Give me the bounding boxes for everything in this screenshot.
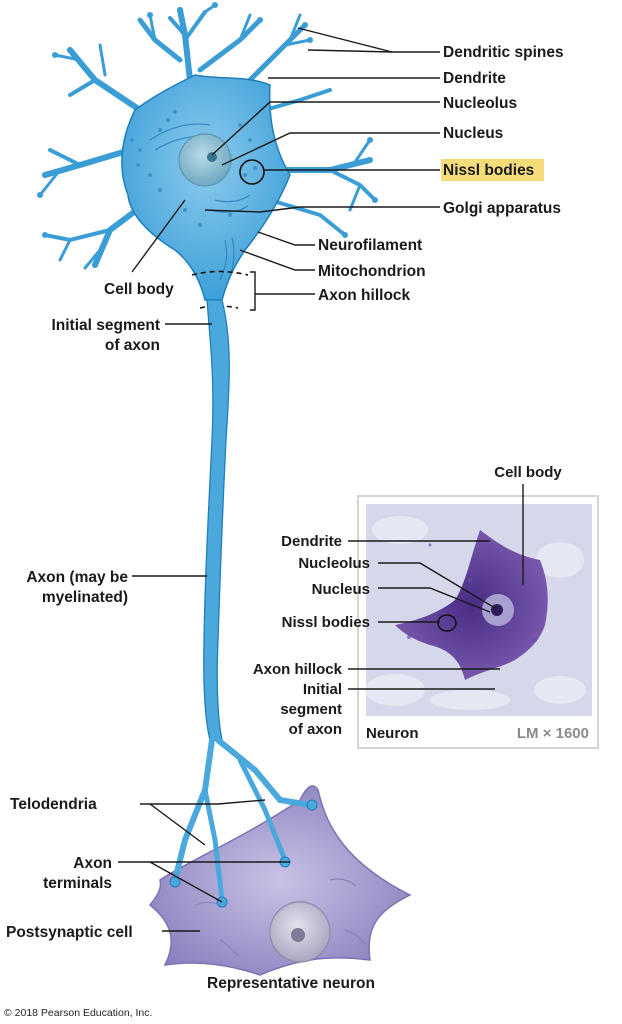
micro-label-initial-1: Initial bbox=[303, 681, 342, 698]
label-golgi-apparatus: Golgi apparatus bbox=[443, 200, 561, 217]
label-axon-terminals-1: Axon bbox=[73, 855, 112, 872]
neuron-illustration bbox=[37, 2, 378, 908]
label-cell-body: Cell body bbox=[104, 281, 174, 298]
label-dendrite: Dendrite bbox=[443, 70, 506, 87]
label-initial-segment-2: of axon bbox=[105, 337, 160, 354]
micro-label-cell-body: Cell body bbox=[494, 464, 562, 481]
micrograph-panel bbox=[357, 495, 599, 749]
micro-label-nissl-bodies: Nissl bodies bbox=[282, 614, 370, 631]
label-axon-2: myelinated) bbox=[42, 589, 128, 606]
postsynaptic-cell-shape bbox=[148, 785, 412, 976]
micro-label-nucleolus: Nucleolus bbox=[298, 555, 370, 572]
leader-lines bbox=[118, 27, 524, 932]
micro-label-dendrite: Dendrite bbox=[281, 533, 342, 550]
micro-label-nucleus: Nucleus bbox=[312, 581, 370, 598]
label-axon-hillock: Axon hillock bbox=[318, 287, 411, 304]
label-nucleolus: Nucleolus bbox=[443, 95, 517, 112]
diagram-caption: Representative neuron bbox=[207, 975, 375, 992]
label-initial-segment-1: Initial segment bbox=[51, 317, 160, 334]
label-neurofilament: Neurofilament bbox=[318, 237, 422, 254]
label-mitochondrion: Mitochondrion bbox=[318, 263, 426, 280]
micrograph-labels: Cell body Dendrite Nucleolus Nucleus Nis… bbox=[253, 464, 589, 742]
label-nucleus: Nucleus bbox=[443, 125, 503, 142]
micrograph-magnification: LM × 1600 bbox=[517, 725, 589, 742]
copyright-notice: © 2018 Pearson Education, Inc. bbox=[4, 1007, 152, 1019]
label-postsynaptic-cell: Postsynaptic cell bbox=[6, 924, 133, 941]
micro-label-initial-2: segment bbox=[280, 701, 342, 718]
label-axon-1: Axon (may be bbox=[26, 569, 128, 586]
label-dendritic-spines: Dendritic spines bbox=[443, 44, 564, 61]
label-axon-terminals-2: terminals bbox=[43, 875, 112, 892]
label-nissl-bodies: Nissl bodies bbox=[443, 162, 534, 179]
label-telodendria: Telodendria bbox=[10, 796, 97, 813]
nissl-highlight bbox=[441, 159, 544, 181]
micro-label-axon-hillock: Axon hillock bbox=[253, 661, 343, 678]
labels: Dendritic spines Dendrite Nucleolus Nucl… bbox=[4, 44, 564, 1019]
micro-label-initial-3: of axon bbox=[289, 721, 342, 738]
micrograph-title: Neuron bbox=[366, 725, 419, 742]
